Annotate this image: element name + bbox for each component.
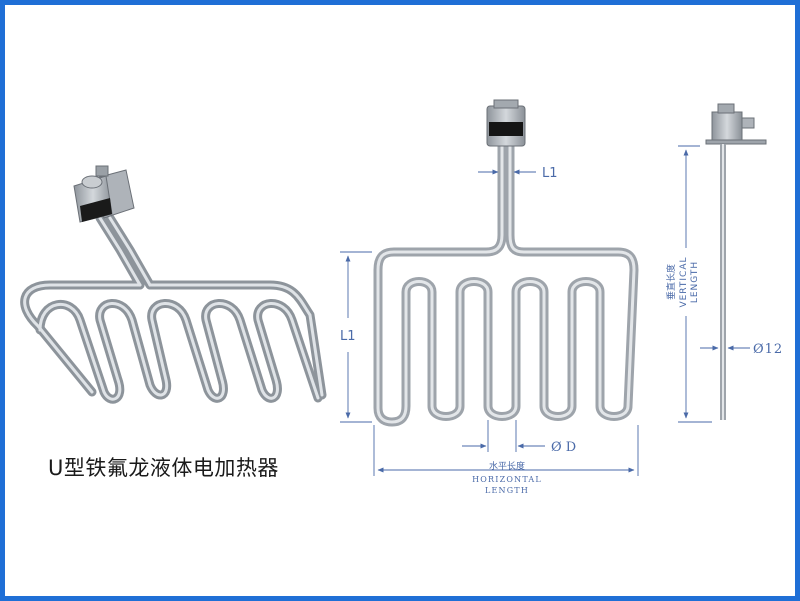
front-view-dimensions <box>340 169 639 476</box>
horizontal-length-en-1: HORIZONTAL <box>472 475 542 484</box>
l1-side-label: L1 <box>340 329 356 344</box>
l1-stem-label: L1 <box>542 166 558 181</box>
horizontal-length-cn: 水平长度 <box>489 460 525 472</box>
diameter-12-label: Ø12 <box>753 342 783 357</box>
horizontal-length-en-2: LENGTH <box>485 486 529 495</box>
isometric-junction-box <box>73 165 135 223</box>
side-junction-box <box>705 103 767 145</box>
vertical-length-en-2: LENGTH <box>690 261 700 303</box>
side-view-heater <box>705 103 767 420</box>
front-junction-box <box>486 99 526 147</box>
diameter-d-label: Ø D <box>551 440 576 455</box>
isometric-heater <box>20 165 327 404</box>
front-view-heater <box>373 99 639 427</box>
vertical-length-cn: 垂直长度 <box>665 264 677 300</box>
side-view-dimensions <box>678 145 750 423</box>
vertical-length-en-1: VERTICAL <box>679 256 689 307</box>
product-title: U型铁氟龙液体电加热器 <box>48 456 279 480</box>
